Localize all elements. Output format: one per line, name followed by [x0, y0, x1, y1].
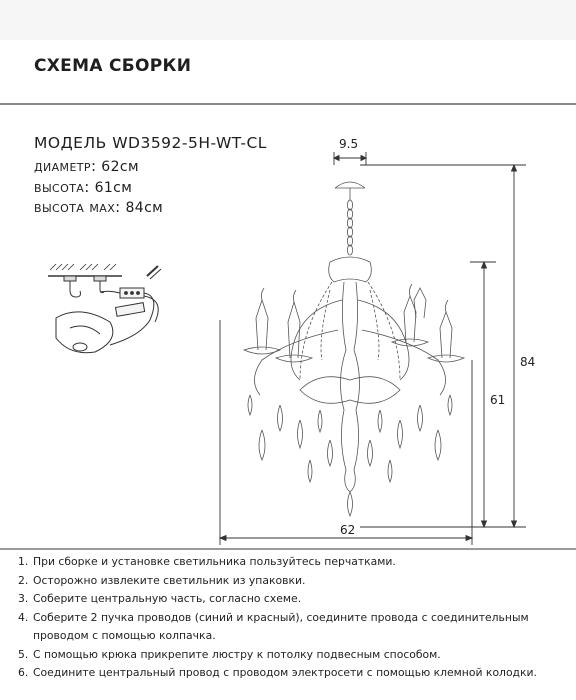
steps-divider — [0, 548, 576, 550]
diameter-value: 62см — [101, 159, 139, 175]
height-max-label: высота мах: — [34, 198, 121, 216]
spec-height: высота: 61см — [34, 178, 267, 199]
spec-diameter: диаметр: 62см — [34, 157, 267, 178]
step-text: Соедините центральный провод с проводом … — [33, 666, 537, 679]
step-text: При сборке и установке светильника польз… — [33, 555, 396, 568]
step-number: 6. — [18, 666, 29, 679]
step-number: 5. — [18, 647, 29, 661]
step-item: 4. Соберите 2 пучка проводов (синий и кра… — [18, 609, 570, 646]
step-number: 1. — [18, 555, 29, 568]
step-item: 1. При сборке и установке светильника пол… — [18, 553, 570, 572]
ceiling-hook-wiring-icon — [48, 263, 162, 354]
body-height-dimension-label: 61 — [490, 393, 505, 407]
height-value: 61см — [94, 179, 133, 196]
header-divider — [0, 103, 576, 105]
step-text: Соберите центральную часть, согласно схе… — [33, 592, 302, 605]
width-dimension-label: 62 — [340, 523, 355, 537]
step-item: 3. Соберите центральную часть, согласно с… — [18, 590, 570, 609]
step-number: 3. — [18, 592, 29, 605]
model-name: МОДЕЛЬ WD3592-5H-WT-CL — [34, 134, 267, 152]
step-item: 6. Соедините центральный провод с проводо… — [18, 664, 570, 683]
spec-height-max: высота мах: 84см — [34, 198, 267, 219]
step-text: Осторожно извлеките светильник из упаков… — [33, 573, 306, 587]
step-number: 4. — [18, 610, 29, 624]
header: СХЕМА СБОРКИ — [0, 0, 576, 104]
step-text-continued: проводом с помощью колпачка. — [33, 629, 216, 642]
canopy-dimension-label: 9.5 — [339, 137, 358, 151]
step-item: 2. Осторожно извлеките светильник из упак… — [18, 572, 570, 591]
height-label: высота: — [34, 177, 90, 196]
top-band — [0, 0, 576, 40]
spec-block: МОДЕЛЬ WD3592-5H-WT-CL диаметр: 62см выс… — [34, 134, 267, 219]
height-max-value: 84см — [125, 200, 164, 216]
step-item: 5. С помощью крюка прикрепите люстру к по… — [18, 646, 570, 665]
chandelier-outline-icon — [242, 181, 466, 518]
page-title: СХЕМА СБОРКИ — [34, 56, 192, 76]
dimension-lines — [218, 152, 526, 545]
assembly-steps-list: 1. При сборке и установке светильника пол… — [18, 553, 570, 683]
diameter-label: диаметр: — [34, 157, 97, 175]
step-text: Соберите 2 пучка проводов (синий и красн… — [33, 610, 529, 624]
step-text: С помощью крюка прикрепите люстру к пото… — [33, 647, 441, 661]
total-height-dimension-label: 84 — [520, 355, 535, 369]
step-number: 2. — [18, 573, 29, 587]
